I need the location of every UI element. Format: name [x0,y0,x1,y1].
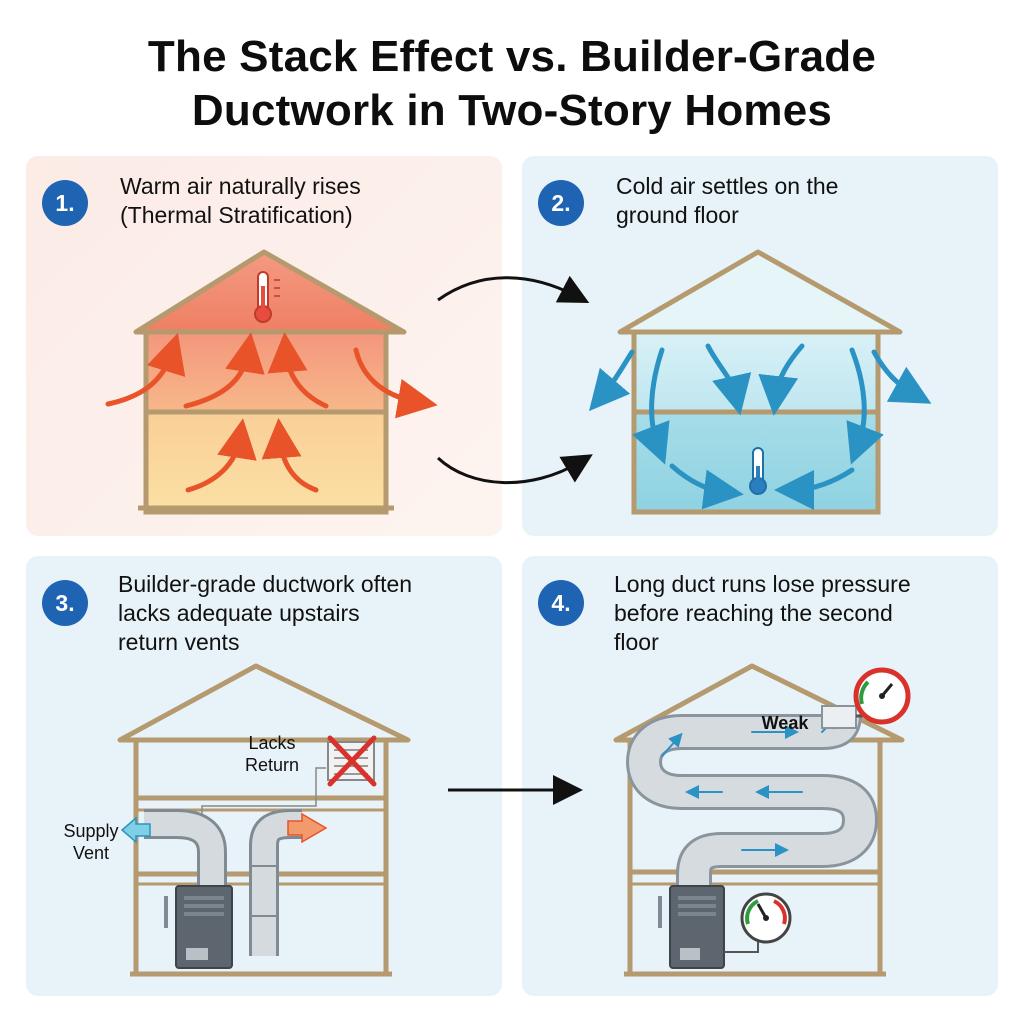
step-4-text: Long duct runs lose pressure before reac… [614,571,911,655]
supply-vent-label: Supply Vent [63,821,119,863]
thermometer-icon [749,447,767,495]
supply-air-arrow-right [287,812,328,844]
upper-floor [631,329,881,415]
warm-house-illustration [105,249,438,515]
furnace-icon [658,885,725,969]
ductwork-house-illustration [117,663,411,977]
airflow-arrows [661,715,839,857]
panel-warm-air-rises: 1. Warm air naturally rises (Thermal Str… [26,156,502,536]
step-3-badge: 3. [42,580,88,626]
panel-cold-air-settles: 2. Cold air settles on the ground floor [522,156,998,536]
step-1-badge: 1. [42,180,88,226]
title-line-2: Ductwork in Two-Story Homes [191,86,833,135]
upstairs-vent [821,705,857,729]
weak-pressure-gauge-icon [853,667,911,725]
step-4-badge: 4. [538,580,584,626]
roof [117,663,411,743]
step-3-text: Builder-grade ductwork often lacks adequ… [118,571,413,655]
cold-house-illustration [588,249,932,515]
long-duct-run [626,712,878,896]
panel-builder-grade-ductwork: 3. Builder-grade ductwork often lacks ad… [26,556,502,996]
cold-air-arrows [588,343,932,510]
lacks-return-label: Lacks Return [244,733,300,775]
thermometer-icon [254,271,280,323]
long-duct-house-illustration [613,663,911,977]
panel-long-duct-runs: 4. Long duct runs lose pressure before r… [522,556,998,996]
roof [133,249,407,335]
step-1-text: Warm air naturally rises (Thermal Strati… [120,173,361,228]
upper-floor [143,329,389,415]
furnace-icon [164,885,233,969]
lower-floor [143,409,389,515]
warm-air-arrows [105,332,438,493]
step-2-text: Cold air settles on the ground floor [616,173,839,228]
supply-air-arrow-left [120,816,151,844]
step-2-badge: 2. [538,180,584,226]
strong-pressure-gauge-icon [724,892,792,953]
title-line-1: The Stack Effect vs. Builder-Grade [147,32,877,81]
weak-label: Weak [761,713,809,733]
diagram-title: The Stack Effect vs. Builder-Grade Ductw… [0,30,1024,138]
roof [617,249,903,335]
missing-return-vent-icon [327,735,377,787]
